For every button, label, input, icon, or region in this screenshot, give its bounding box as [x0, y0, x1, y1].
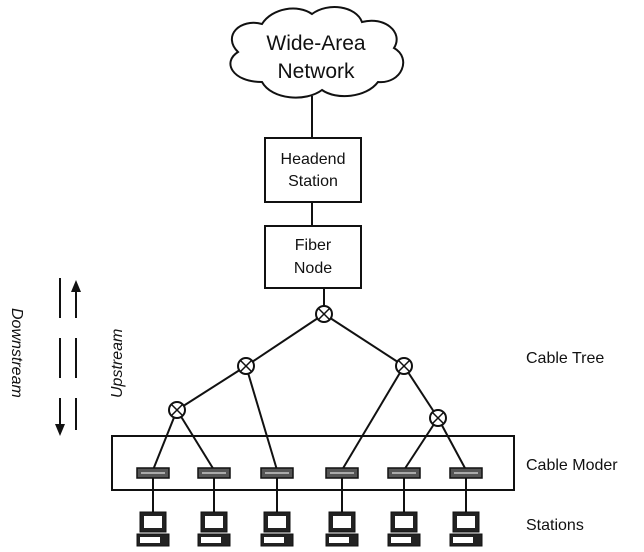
downstream-arrowhead: [55, 424, 65, 436]
stations: [136, 511, 483, 547]
cable-tree-label: Cable Tree: [526, 350, 604, 367]
tree-link: [152, 409, 178, 471]
cable-modem-box: [111, 435, 515, 491]
fiber-label-line1: Fiber: [295, 237, 332, 254]
tree-nodes: [168, 305, 447, 427]
station-computer-icon: [387, 511, 421, 547]
tree-link: [176, 409, 215, 471]
cable-modem-icon: [325, 467, 359, 512]
station-computer-icon: [260, 511, 294, 547]
tree-link: [245, 313, 325, 367]
downstream-label: Downstream: [8, 308, 25, 398]
splitter-node: [168, 401, 186, 419]
tree-link: [245, 365, 278, 471]
cable-modem-icon: [260, 467, 294, 512]
cloud-label-line1: Wide-Area: [266, 32, 366, 55]
fiber-label-line2: Node: [294, 260, 332, 277]
direction-arrows: [55, 278, 81, 436]
headend-station-box: Headend Station: [264, 137, 362, 203]
tree-link: [403, 417, 439, 471]
headend-label-line1: Headend: [281, 151, 346, 168]
tree-link: [176, 365, 247, 411]
upstream-label: Upstream: [109, 329, 126, 398]
tree-link: [323, 313, 405, 367]
tree-link: [437, 417, 467, 471]
cable-modems: [136, 467, 483, 512]
tree-link: [341, 365, 405, 471]
cable-modems-label: Cable Moder: [526, 457, 618, 474]
cable-tree-links: [152, 313, 467, 471]
cable-modem-icon: [136, 467, 170, 512]
upstream-arrowhead: [71, 280, 81, 292]
wide-area-network-cloud: Wide-Area Network: [229, 6, 405, 99]
fiber-node-box: Fiber Node: [264, 225, 362, 289]
station-computer-icon: [197, 511, 231, 547]
splitter-node: [237, 357, 255, 375]
station-computer-icon: [449, 511, 483, 547]
cloud-label-line2: Network: [277, 60, 355, 83]
station-computer-icon: [325, 511, 359, 547]
cable-modem-icon: [449, 467, 483, 512]
cable-modem-icon: [387, 467, 421, 512]
cable-modem-icon: [197, 467, 231, 512]
station-computer-icon: [136, 511, 170, 547]
stations-label: Stations: [526, 517, 584, 534]
splitter-node: [315, 305, 333, 323]
headend-label-line2: Station: [288, 173, 338, 190]
splitter-node: [395, 357, 413, 375]
splitter-node: [429, 409, 447, 427]
tree-link: [403, 365, 439, 419]
cloud-shape: [229, 6, 405, 99]
